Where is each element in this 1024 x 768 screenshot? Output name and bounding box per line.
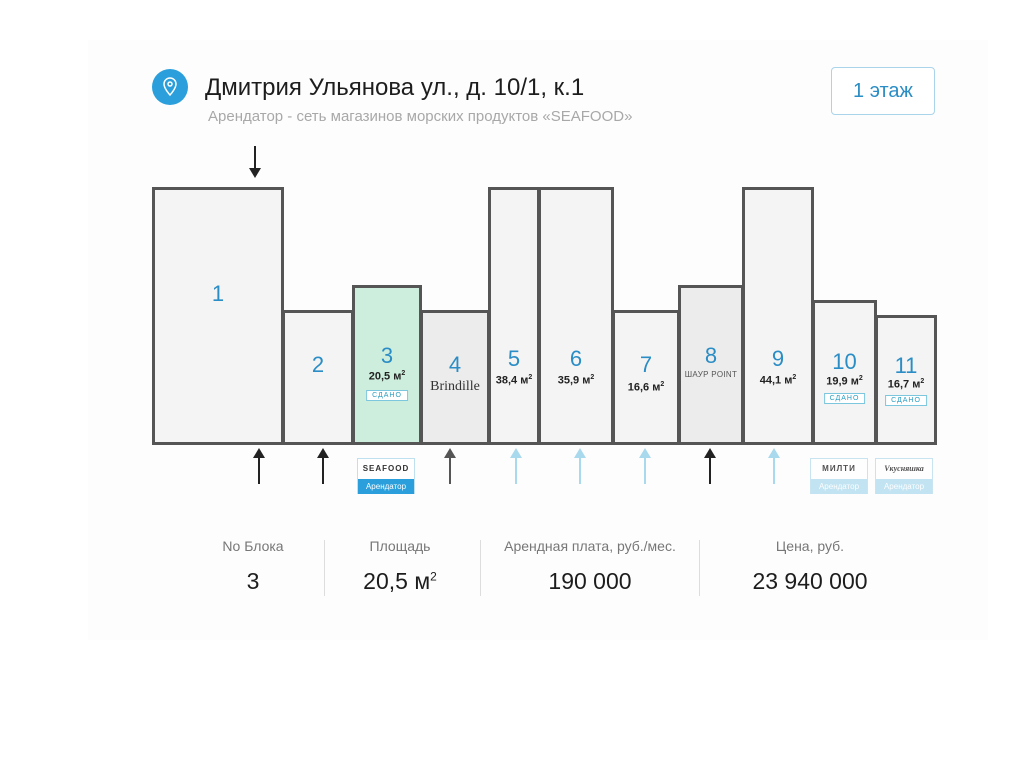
stat-price: Цена, руб. 23 940 000 bbox=[720, 538, 900, 595]
tenant-label: Арендатор bbox=[876, 479, 932, 494]
unit-number: 11 bbox=[894, 352, 918, 378]
unit-2[interactable]: 2 bbox=[282, 310, 354, 445]
unit-number: 7 bbox=[639, 351, 653, 377]
entrance-arrow-icon bbox=[768, 448, 780, 484]
tenant-logo: МИЛТИ bbox=[822, 464, 856, 473]
unit-number: 6 bbox=[569, 346, 583, 372]
stat-label: Арендная плата, руб./мес. bbox=[504, 538, 676, 554]
page-title: Дмитрия Ульянова ул., д. 10/1, к.1 bbox=[205, 74, 585, 101]
stat-block: No Блока 3 bbox=[203, 538, 303, 595]
tenant-badge-milti[interactable]: МИЛТИ Арендатор bbox=[810, 458, 868, 494]
stat-area: Площадь 20,5 м2 bbox=[340, 538, 460, 595]
page-subtitle: Арендатор - сеть магазинов морских проду… bbox=[208, 108, 633, 125]
tenant-badge-seafood[interactable]: SEAFOOD Арендатор bbox=[357, 458, 415, 494]
stat-value: 23 940 000 bbox=[752, 568, 868, 594]
entrance-arrow-icon bbox=[444, 448, 456, 484]
unit-area: 16,7 м2 bbox=[887, 377, 925, 391]
unit-number: 5 bbox=[507, 346, 521, 372]
entrance-arrow-icon bbox=[704, 448, 716, 484]
tenant-logo: Vкусняшка bbox=[884, 464, 924, 473]
unit-number: 4 bbox=[448, 351, 462, 377]
entrance-arrow-icon bbox=[249, 146, 261, 178]
entrance-arrow-icon bbox=[639, 448, 651, 484]
stat-value: 190 000 bbox=[548, 568, 632, 594]
status-badge: СДАНО bbox=[885, 394, 927, 406]
unit-number: 2 bbox=[311, 351, 325, 377]
stat-label: Площадь bbox=[369, 538, 431, 554]
entrance-arrow-icon bbox=[317, 448, 329, 484]
tenant-label: Арендатор bbox=[811, 479, 867, 494]
tenant-label: Арендатор bbox=[358, 479, 414, 494]
unit-area: 19,9 м2 bbox=[826, 375, 863, 388]
stat-value: 20,5 м2 bbox=[363, 568, 437, 594]
unit-area: 38,4 м2 bbox=[495, 373, 533, 387]
unit-number: 1 bbox=[211, 280, 225, 306]
tenant-logo: ШАУР POINT bbox=[684, 369, 738, 379]
unit-1[interactable]: 1 bbox=[152, 187, 284, 445]
unit-area: 44,1 м2 bbox=[759, 373, 797, 387]
stat-label: Цена, руб. bbox=[775, 538, 845, 554]
floor-selector-button[interactable]: 1 этаж bbox=[831, 67, 935, 115]
entrance-arrow-icon bbox=[253, 448, 265, 484]
unit-number: 10 bbox=[832, 348, 857, 374]
unit-number: 8 bbox=[704, 343, 718, 369]
unit-area: 16,6 м2 bbox=[627, 381, 665, 395]
stat-label: No Блока bbox=[222, 538, 284, 554]
unit-number: 9 bbox=[771, 346, 785, 372]
unit-area: 20,5 м2 bbox=[368, 369, 406, 383]
unit-7[interactable]: 7 16,6 м2 bbox=[612, 310, 680, 445]
map-pin-icon bbox=[152, 69, 188, 105]
entrance-arrow-icon bbox=[510, 448, 522, 484]
status-badge: СДАНО bbox=[366, 389, 408, 401]
tenant-logo: Brindille bbox=[430, 378, 480, 394]
stat-value: 3 bbox=[246, 568, 260, 594]
tenant-logo: SEAFOOD bbox=[362, 464, 410, 473]
stat-rent: Арендная плата, руб./мес. 190 000 bbox=[485, 538, 695, 595]
divider bbox=[324, 540, 325, 596]
status-badge: СДАНО bbox=[823, 393, 866, 405]
entrance-arrow-icon bbox=[574, 448, 586, 484]
divider bbox=[699, 540, 700, 596]
unit-area: 35,9 м2 bbox=[557, 373, 595, 387]
divider bbox=[480, 540, 481, 596]
unit-number: 3 bbox=[380, 343, 394, 369]
